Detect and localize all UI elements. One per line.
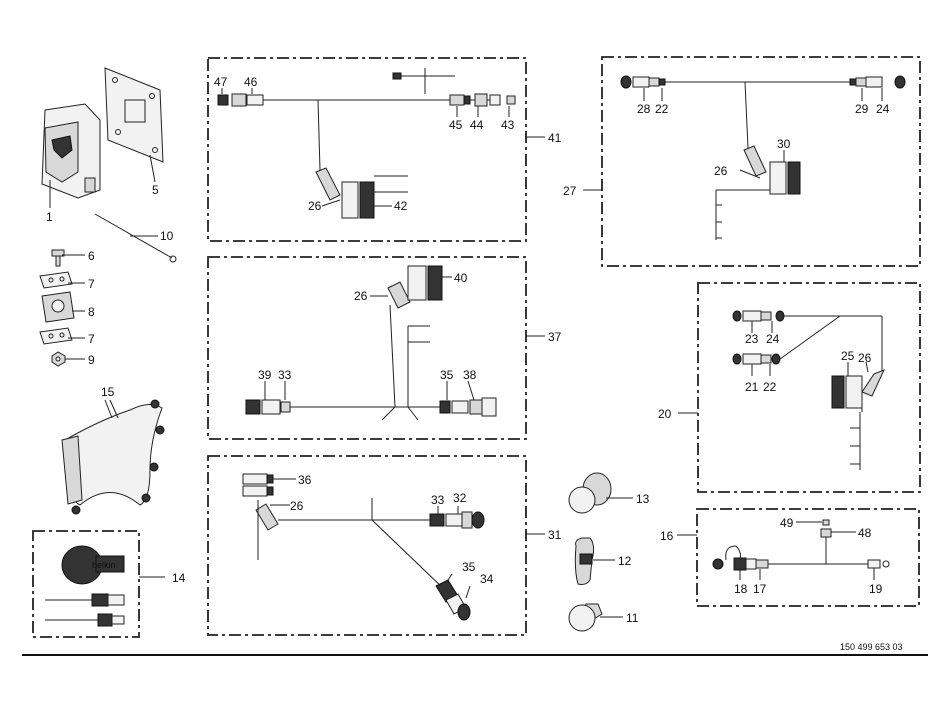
callout-42: 42	[394, 199, 408, 213]
callout-6: 6	[88, 249, 95, 263]
callout-29: 29	[855, 102, 869, 116]
part-14-usb-car-charger-kit: belkin	[32, 530, 140, 638]
callout-44: 44	[470, 118, 484, 132]
callout-8: 8	[88, 305, 95, 319]
callout-31: 31	[548, 528, 562, 542]
part-12-double-socket-arm	[574, 537, 595, 585]
part-8-clamp-block	[41, 291, 75, 323]
callout-30: 30	[777, 137, 791, 151]
part-5-mounting-plate	[104, 67, 164, 163]
callout-7-lower: 7	[88, 332, 95, 346]
part-13-round-base-ball-mount	[568, 472, 612, 514]
callout-26-kit27: 26	[714, 164, 728, 178]
callout-33-kit37: 33	[278, 368, 292, 382]
callout-40: 40	[454, 271, 468, 285]
callout-32: 32	[453, 491, 467, 505]
callout-22-kit27: 22	[655, 102, 669, 116]
callout-20: 20	[658, 407, 672, 421]
callout-26-kit37: 26	[354, 289, 368, 303]
callout-35-kit31: 35	[462, 560, 476, 574]
part-9-nut	[51, 351, 66, 367]
drawing-reference-number: 150 499 653 03	[840, 642, 903, 652]
kit-20-group	[697, 282, 921, 493]
callout-43: 43	[501, 118, 515, 132]
part-1-holder-housing	[41, 103, 101, 199]
callout-14: 14	[172, 571, 186, 585]
callout-26-kit31: 26	[290, 499, 304, 513]
part-15-tablet-cradle	[61, 399, 165, 515]
callout-11: 11	[626, 611, 639, 625]
callout-48: 48	[858, 526, 872, 540]
kit-16-group	[696, 508, 920, 607]
callout-45: 45	[449, 118, 463, 132]
callout-12: 12	[618, 554, 632, 568]
kit-27-group	[601, 56, 921, 267]
callout-28: 28	[637, 102, 651, 116]
callout-18: 18	[734, 582, 748, 596]
callout-35-kit37: 35	[440, 368, 454, 382]
callout-17: 17	[753, 582, 767, 596]
callout-39: 39	[258, 368, 272, 382]
callout-24-kit20: 24	[766, 332, 780, 346]
callout-46: 46	[244, 75, 258, 89]
callout-5: 5	[152, 183, 159, 197]
callout-19: 19	[869, 582, 883, 596]
callout-21: 21	[745, 380, 759, 394]
kit-31-group	[207, 455, 527, 636]
callout-22-kit20: 22	[763, 380, 777, 394]
callout-47: 47	[214, 75, 228, 89]
callout-15: 15	[101, 385, 115, 399]
callout-10: 10	[160, 229, 174, 243]
callout-13: 13	[636, 492, 650, 506]
callout-33-kit31: 33	[431, 493, 445, 507]
charger-brand-text: belkin	[92, 560, 116, 570]
kit-37-group	[207, 256, 527, 440]
callout-34: 34	[480, 572, 494, 586]
part-6-screw	[51, 249, 65, 267]
callout-27: 27	[563, 184, 577, 198]
callout-1: 1	[46, 210, 53, 224]
callout-38: 38	[463, 368, 477, 382]
callout-24-kit27: 24	[876, 102, 890, 116]
part-7-clamp-plate-lower	[39, 327, 73, 345]
part-11-ball-base	[568, 603, 603, 632]
kit-41-group	[207, 57, 527, 242]
callout-37: 37	[548, 330, 562, 344]
callout-9: 9	[88, 353, 95, 367]
callout-26-kit20: 26	[858, 351, 872, 365]
callout-23: 23	[745, 332, 759, 346]
callout-49: 49	[780, 516, 794, 530]
callout-26-kit41: 26	[308, 199, 322, 213]
callout-41: 41	[548, 131, 562, 145]
callout-16: 16	[660, 529, 674, 543]
callout-25: 25	[841, 349, 855, 363]
callout-7-upper: 7	[88, 277, 95, 291]
callout-36: 36	[298, 473, 312, 487]
part-7-clamp-plate-upper	[39, 271, 73, 289]
